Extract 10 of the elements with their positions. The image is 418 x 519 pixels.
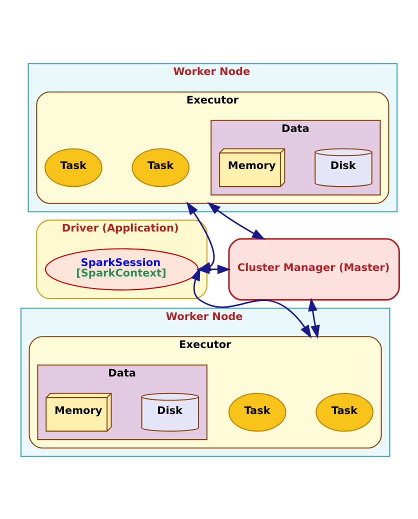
node-ellipse: Task (44, 148, 102, 187)
node-ellipse: Task (316, 392, 374, 432)
arrow (191, 266, 312, 338)
node-ellipse: Task (228, 392, 286, 432)
arrow (207, 201, 266, 240)
arrow (196, 264, 231, 274)
node-ellipse: Task (132, 148, 190, 187)
node-box: Cluster Manager (Master) (228, 238, 400, 300)
node-ellipse: SparkSession [SparkContext] (44, 248, 199, 290)
arrow (308, 297, 320, 338)
